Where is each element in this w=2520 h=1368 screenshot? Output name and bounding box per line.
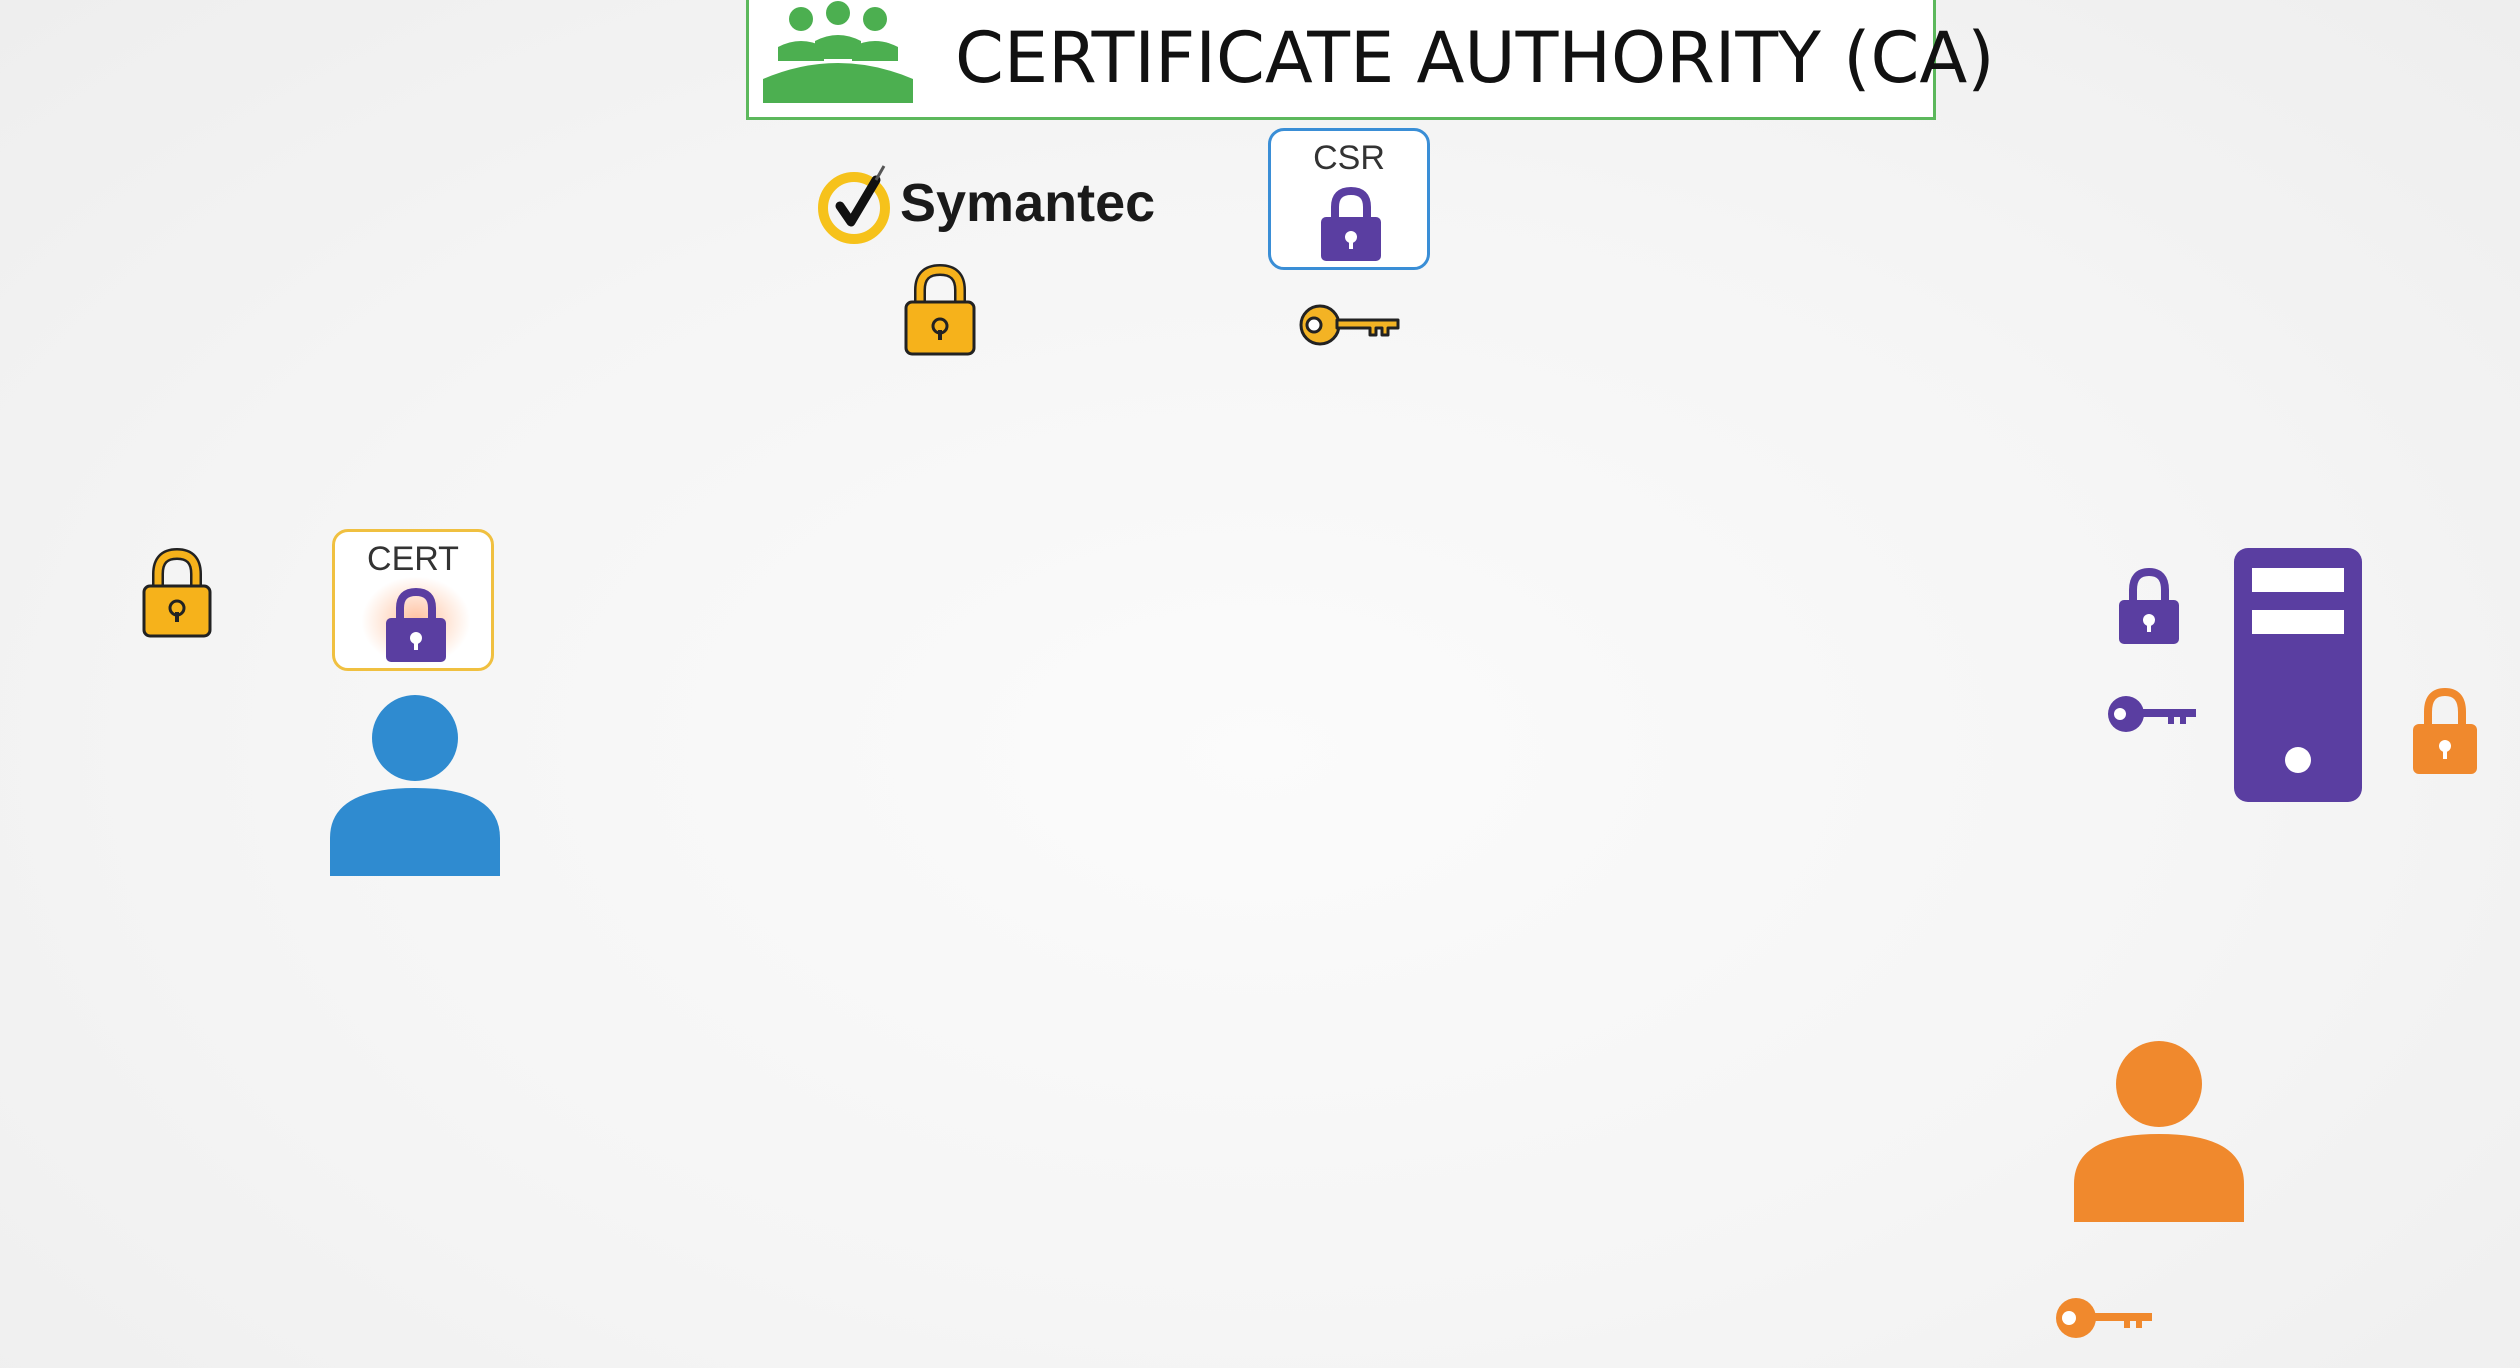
symantec-name: Symantec	[900, 173, 1156, 233]
padlock-icon	[1319, 185, 1383, 261]
csr-document: CSR	[1268, 128, 1430, 270]
key-icon	[2054, 1292, 2154, 1344]
group-icon	[763, 0, 913, 111]
server-icon	[2234, 548, 2362, 802]
user-icon	[2072, 1040, 2246, 1222]
ca-title: CERTIFICATE AUTHORITY (CA)	[955, 17, 1995, 99]
padlock-icon	[2116, 566, 2182, 644]
padlock-icon	[384, 586, 448, 662]
cert-label: CERT	[367, 540, 459, 578]
cert-document: CERT	[332, 529, 494, 671]
user-icon	[328, 692, 502, 876]
padlock-icon	[2410, 686, 2480, 774]
checkmark-icon	[818, 158, 898, 248]
padlock-icon	[140, 546, 214, 640]
key-icon	[1298, 298, 1402, 352]
key-icon	[2106, 690, 2198, 738]
padlock-icon	[902, 262, 978, 358]
symantec-logo: Symantec	[818, 152, 1155, 252]
ca-header: CERTIFICATE AUTHORITY (CA)	[746, 0, 1995, 120]
csr-label: CSR	[1313, 139, 1385, 177]
